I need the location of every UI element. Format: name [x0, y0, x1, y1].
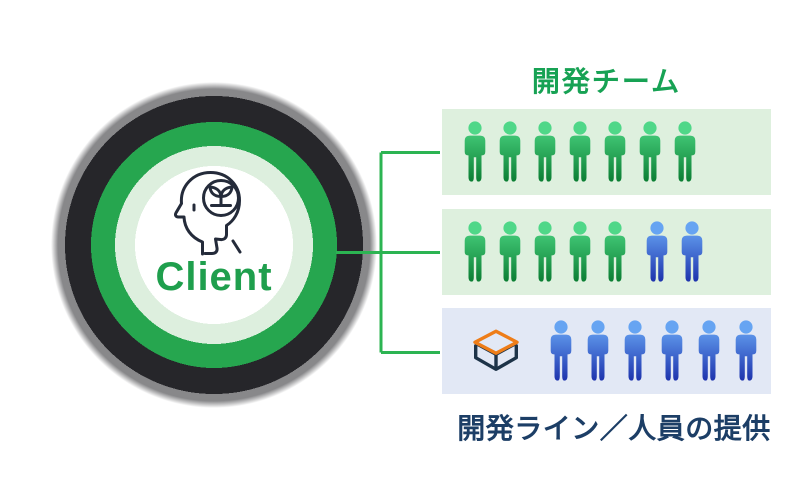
top-label: 開発チーム: [531, 66, 682, 97]
person-icon: [499, 221, 521, 282]
head-profile-outline: [174, 171, 241, 256]
person-icon: [569, 221, 591, 282]
shoulder-line: [231, 239, 242, 254]
person-icon: [624, 320, 646, 381]
person-icon: [661, 320, 683, 381]
client-label: Client: [155, 255, 273, 299]
dev-team-row-1: [440, 107, 773, 197]
person-icon: [639, 121, 661, 182]
person-icon: [569, 121, 591, 182]
cube-icon: [473, 329, 519, 371]
person-icon: [604, 121, 626, 182]
person-icon: [698, 320, 720, 381]
person-icon: [534, 121, 556, 182]
dev-line-row: [440, 306, 773, 396]
bottom-label: 開発ライン／人員の提供: [457, 413, 771, 444]
plant-left-leaf: [208, 185, 223, 198]
person-icon: [587, 320, 609, 381]
dev-team-row-2: [440, 207, 773, 297]
person-icon: [550, 320, 572, 381]
person-icon: [681, 221, 703, 282]
person-icon: [735, 320, 757, 381]
person-icon: [534, 221, 556, 282]
person-icon: [464, 121, 486, 182]
connector-branch-lines: [381, 151, 440, 354]
head-with-plant-icon: [174, 171, 242, 256]
client-circle: [49, 80, 379, 410]
person-icon: [499, 121, 521, 182]
person-icon: [646, 221, 668, 282]
person-icon: [464, 221, 486, 282]
connector-trunk-line: [336, 152, 383, 353]
person-icon: [674, 121, 696, 182]
plant-right-leaf: [219, 185, 234, 198]
person-icon: [604, 221, 626, 282]
